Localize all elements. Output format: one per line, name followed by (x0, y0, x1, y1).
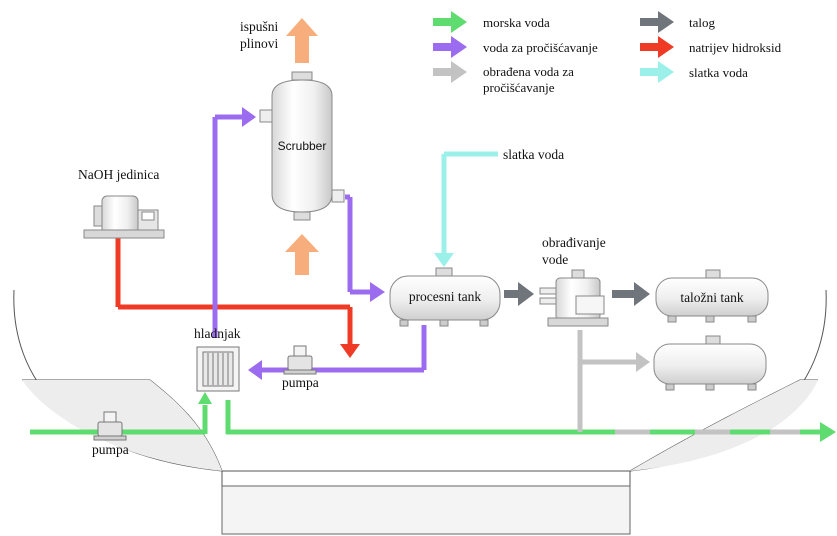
legend-arrow-naoh (640, 36, 674, 58)
fresh-water-arrowhead (434, 253, 454, 267)
hull-bottom-shade (221, 485, 631, 535)
treated-water-line (577, 330, 640, 432)
pump-sea-icon (93, 411, 127, 441)
scrubber-label: Scrubber (277, 139, 327, 153)
sludge-arrow-1 (504, 282, 534, 306)
pump-sea-label: pumpa (92, 442, 129, 457)
fresh-water-label: slatka voda (503, 147, 565, 162)
sludge-tank-label: taložni tank (680, 290, 744, 305)
naoh-unit-label: NaOH jedinica (78, 167, 160, 182)
legend-arrows (433, 11, 674, 83)
legend-arrow-scrub-water (433, 36, 467, 58)
legend-arrow-treated-water (433, 61, 467, 83)
treated-water-tank (653, 335, 767, 391)
treated-water-arrowhead (636, 352, 650, 372)
water-treatment-label: obrađivanje vode (542, 235, 606, 267)
sludge-tank-vessel (655, 269, 769, 323)
pump-inner-label: pumpa (282, 375, 319, 390)
legend-label-seawater: morska voda (483, 15, 550, 30)
naoh-arrowhead (340, 344, 360, 358)
scrub-water-arrowhead-cooler (248, 360, 262, 380)
water-treatment-unit (539, 269, 609, 327)
cooler-unit (196, 346, 240, 392)
seawater-outlet-arrowhead (820, 422, 836, 442)
process-tank (389, 267, 501, 327)
fresh-water-line (441, 151, 498, 255)
legend-arrow-sludge (640, 11, 674, 33)
scrub-water-arrowhead-scrubber (242, 107, 256, 127)
process-tank-label: procesni tank (408, 289, 482, 304)
legend-label-naoh: natrijev hidroksid (689, 40, 782, 55)
legend-label-sludge: talog (689, 15, 715, 30)
pump-inner-icon (283, 345, 317, 375)
scrub-water-arrowhead-tank (370, 282, 385, 302)
legend-arrow-seawater (433, 11, 467, 33)
naoh-line (115, 238, 353, 345)
naoh-unit (83, 195, 165, 239)
hull-shade-right (630, 380, 818, 471)
exhaust-gas-label: ispušni plinovi (240, 19, 279, 51)
exhaust-arrow-in (285, 234, 319, 275)
legend-label-fresh-water: slatka voda (689, 65, 748, 80)
legend-arrow-fresh-water (640, 61, 674, 83)
scrubber-vessel (259, 71, 345, 221)
sludge-arrow-2 (612, 282, 650, 306)
legend-label-scrub-water: voda za pročišćavanje (483, 40, 598, 55)
cooler-label: hladnjak (194, 326, 241, 341)
legend-label-treated-water: obrađena voda za pročišćavanje (483, 64, 574, 95)
seawater-cooler-arrowhead (198, 392, 212, 404)
exhaust-arrow-out (286, 18, 318, 63)
